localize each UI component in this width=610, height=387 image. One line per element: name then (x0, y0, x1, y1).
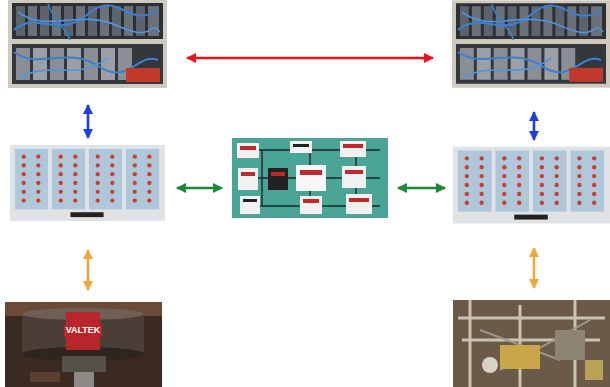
bidirectional-arrow (533, 248, 536, 288)
bidirectional-arrow (187, 57, 433, 60)
bidirectional-arrow (87, 250, 90, 290)
rack-photo (452, 0, 610, 87)
bidirectional-arrow (177, 187, 222, 190)
rack-cabinet (452, 0, 610, 88)
terminal-panel (8, 145, 167, 221)
photo-label: VALTEK (64, 325, 103, 337)
bidirectional-arrow (87, 105, 90, 138)
terminal-panel-photo (453, 146, 610, 223)
bidirectional-arrow (533, 112, 536, 140)
bidirectional-arrow (398, 187, 445, 190)
terminal-panel-photo (10, 145, 165, 221)
rack-cabinet (8, 0, 167, 88)
module-board-photo (232, 138, 388, 218)
valve-assembly-photo (453, 300, 610, 387)
valve-assembly (453, 300, 610, 387)
valve-actuator: VALTEK (5, 302, 162, 387)
module-board (232, 138, 388, 218)
terminal-panel (453, 145, 610, 225)
valve-actuator-photo (5, 302, 162, 387)
rack-photo (8, 0, 167, 88)
